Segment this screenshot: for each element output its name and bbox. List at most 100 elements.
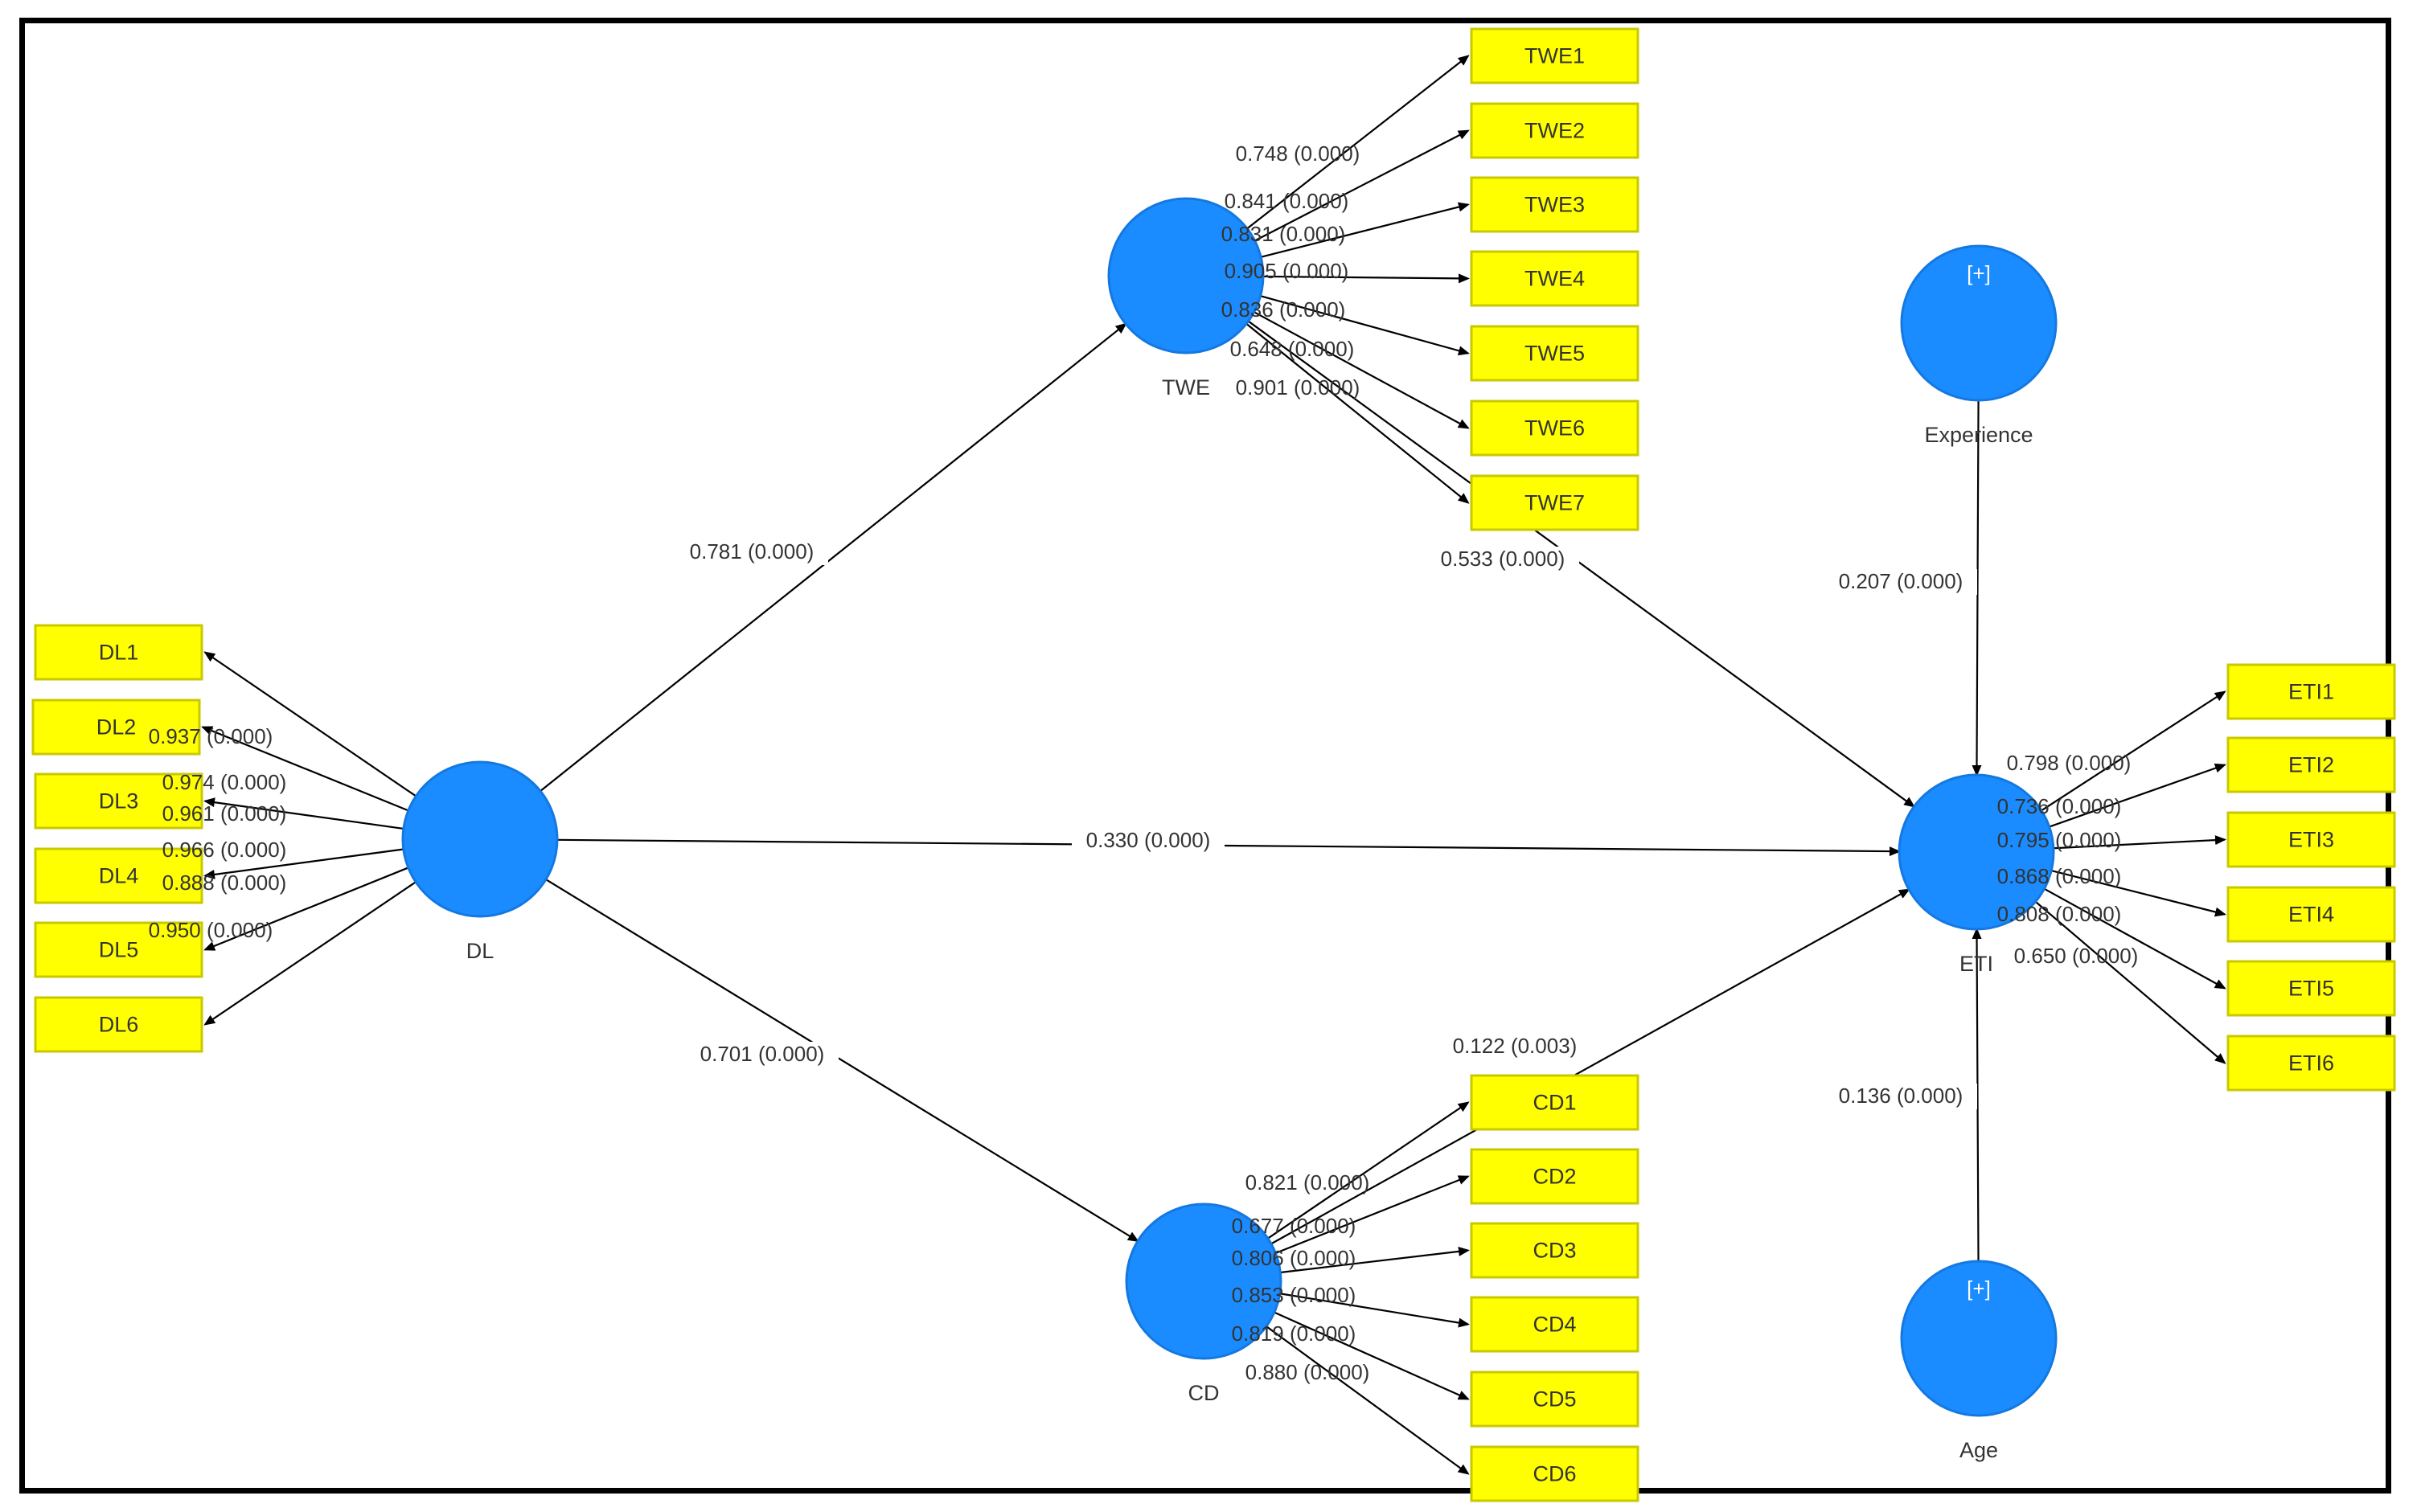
latent-label: DL (466, 939, 494, 963)
indicator-eti1[interactable]: ETI1 (2226, 663, 2396, 720)
indicator-box[interactable] (1470, 1371, 1639, 1428)
expand-icon[interactable]: [+] (1967, 261, 1991, 285)
indicator-twe4[interactable]: TWE4 (1470, 250, 1639, 307)
path-label-bg (1072, 828, 1225, 854)
loading-arrow-twe5 (1260, 295, 1470, 356)
indicator-label: ETI2 (2288, 753, 2334, 777)
indicator-box[interactable] (34, 847, 203, 904)
loading-value-twe7: 0.901 (0.000) (1236, 375, 1360, 400)
loading-arrow-dl3 (203, 797, 404, 830)
indicator-box[interactable] (2226, 886, 2396, 943)
indicator-eti4[interactable]: ETI4 (2226, 886, 2396, 943)
indicator-label: CD6 (1533, 1462, 1576, 1486)
indicator-box[interactable] (2226, 811, 2396, 868)
loading-value-dl3: 0.961 (0.000) (162, 801, 287, 826)
expand-icon[interactable]: [+] (1967, 1276, 1991, 1301)
indicator-label: ETI6 (2288, 1051, 2334, 1076)
loading-arrow-eti1 (2041, 690, 2226, 812)
indicator-dl5[interactable]: DL5 (34, 921, 203, 978)
indicator-box[interactable] (2226, 960, 2396, 1017)
indicator-box[interactable] (34, 996, 203, 1053)
loading-arrow-eti6 (2034, 900, 2226, 1064)
latent-twe[interactable]: TWE (1107, 197, 1265, 400)
loading-arrow-cd1 (1267, 1101, 1470, 1240)
latent-circle[interactable] (1125, 1203, 1282, 1360)
loading-value-twe5: 0.836 (0.000) (1221, 297, 1346, 322)
latent-circle[interactable] (1107, 197, 1265, 354)
indicator-box[interactable] (1470, 400, 1639, 457)
indicator-box[interactable] (34, 772, 203, 830)
indicator-cd6[interactable]: CD6 (1470, 1445, 1639, 1502)
loading-value-dl1: 0.937 (0.000) (149, 724, 273, 748)
path-label-bg (1438, 1034, 1591, 1059)
loading-arrow-twe7 (1245, 322, 1470, 504)
indicator-cd5[interactable]: CD5 (1470, 1371, 1639, 1428)
loading-value-twe4: 0.905 (0.000) (1225, 259, 1349, 283)
loading-value-eti6: 0.650 (0.000) (2014, 944, 2139, 968)
indicator-box[interactable] (31, 699, 201, 756)
indicator-box[interactable] (1470, 27, 1639, 84)
indicator-twe3[interactable]: TWE3 (1470, 176, 1639, 233)
indicator-dl4[interactable]: DL4 (34, 847, 203, 904)
indicator-twe2[interactable]: TWE2 (1470, 102, 1639, 159)
indicator-cd2[interactable]: CD2 (1470, 1148, 1639, 1205)
indicator-eti3[interactable]: ETI3 (2226, 811, 2396, 868)
latent-label: CD (1188, 1381, 1220, 1405)
indicator-eti5[interactable]: ETI5 (2226, 960, 2396, 1017)
latent-circle[interactable] (401, 760, 559, 918)
indicator-box[interactable] (2226, 736, 2396, 793)
indicator-box[interactable] (1470, 250, 1639, 307)
indicator-box[interactable] (2226, 1035, 2396, 1092)
path-arrow-dl-eti (556, 838, 1902, 857)
latent-experience[interactable]: [+]Experience (1900, 244, 2058, 447)
indicator-box[interactable] (1470, 1296, 1639, 1353)
loading-arrow-cd2 (1274, 1175, 1470, 1254)
indicator-dl1[interactable]: DL1 (34, 624, 203, 681)
loading-value-twe1: 0.748 (0.000) (1236, 141, 1360, 166)
loading-value-twe6: 0.648 (0.000) (1230, 337, 1355, 361)
latent-age[interactable]: [+] Age (1900, 1260, 2058, 1462)
latent-eti[interactable]: ETI (1898, 773, 2055, 976)
path-label-bg (675, 539, 828, 565)
latent-circle[interactable] (1898, 773, 2055, 931)
indicator-box[interactable] (1470, 1445, 1639, 1502)
indicator-box[interactable] (34, 624, 203, 681)
indicator-label: TWE5 (1524, 342, 1585, 366)
latent-dl[interactable]: DL (401, 760, 559, 963)
loading-arrow-dl1 (203, 651, 416, 797)
indicator-box[interactable] (1470, 1074, 1639, 1131)
indicator-cd4[interactable]: CD4 (1470, 1296, 1639, 1353)
indicator-box[interactable] (1470, 1222, 1639, 1279)
indicator-twe7[interactable]: TWE7 (1470, 474, 1639, 531)
indicator-cd3[interactable]: CD3 (1470, 1222, 1639, 1279)
indicator-box[interactable] (1470, 474, 1639, 531)
indicator-box[interactable] (1470, 325, 1639, 382)
indicator-twe1[interactable]: TWE1 (1470, 27, 1639, 84)
indicator-dl2[interactable]: DL2 (31, 699, 201, 756)
indicator-dl6[interactable]: DL6 (34, 996, 203, 1053)
loading-arrow-twe3 (1260, 202, 1470, 258)
indicator-box[interactable] (2226, 663, 2396, 720)
latent-cd[interactable]: CD (1125, 1203, 1282, 1405)
path-arrow-dl-twe (540, 322, 1127, 792)
indicator-twe5[interactable]: TWE5 (1470, 325, 1639, 382)
indicator-label: DL5 (99, 938, 139, 962)
indicator-box[interactable] (1470, 176, 1639, 233)
loading-arrow-dl4 (203, 848, 404, 879)
indicator-cd1[interactable]: CD1 (1470, 1074, 1639, 1131)
indicator-twe6[interactable]: TWE6 (1470, 400, 1639, 457)
indicator-dl3[interactable]: DL3 (34, 772, 203, 830)
indicator-label: DL4 (99, 864, 139, 888)
latent-circle[interactable] (1900, 1260, 2058, 1417)
indicator-box[interactable] (1470, 102, 1639, 159)
latent-label: Age (1959, 1438, 1998, 1462)
indicator-eti2[interactable]: ETI2 (2226, 736, 2396, 793)
indicator-box[interactable] (34, 921, 203, 978)
loading-arrow-eti4 (2050, 870, 2226, 917)
indicator-eti6[interactable]: ETI6 (2226, 1035, 2396, 1092)
indicator-box[interactable] (1470, 1148, 1639, 1205)
loading-arrow-twe2 (1254, 129, 1470, 242)
latent-circle[interactable] (1900, 244, 2058, 402)
loading-arrow-cd5 (1274, 1311, 1470, 1400)
